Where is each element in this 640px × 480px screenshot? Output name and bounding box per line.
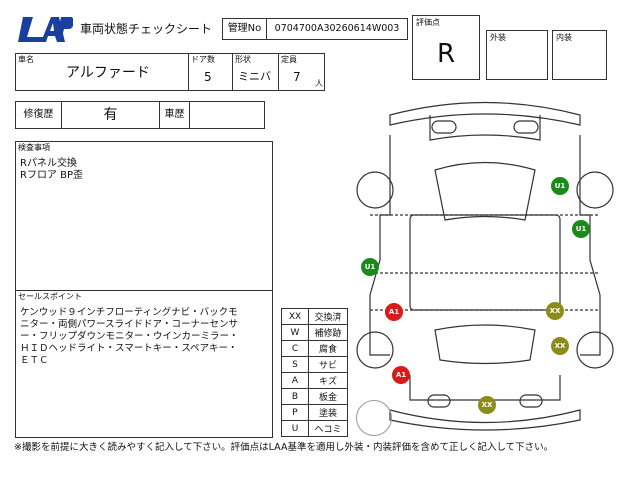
sales-line: ＥＴＣ (20, 355, 49, 366)
repair-value: 有 (62, 102, 160, 128)
legend-code: U (281, 420, 309, 437)
legend-meaning: キズ (308, 372, 348, 389)
management-number: 0704700A30260614W003 (274, 23, 400, 35)
footer-note: ※撮影を前提に大きく読みやすく記入して下さい。評価点はLAA基準を適用し外装・内… (14, 442, 554, 453)
repair-label: 修復歴 (16, 102, 62, 128)
management-label: 管理No (223, 19, 267, 39)
car-name-value: アルファード (66, 65, 150, 81)
legend-meaning: 腐食 (308, 340, 348, 357)
management-box: 管理No 0704700A30260614W003 (222, 18, 408, 40)
legend-code: S (281, 356, 309, 373)
capacity-unit: 人 (315, 79, 323, 88)
rating-box: 評価点 R (412, 15, 480, 80)
rating-value: R (436, 39, 456, 69)
doors-label: ドア数 (191, 55, 215, 64)
sales-line: ニター・両側パワースライドドア・コーナーセンサ (20, 319, 239, 330)
damage-marker: A1 (392, 366, 410, 384)
inspection-line: Rフロア BP歪 (20, 170, 84, 181)
sales-line: ケンウッド９インチフローティングナビ・バックモ (20, 307, 238, 318)
legend-code: B (281, 388, 309, 405)
car-history-label: 車歴 (160, 102, 190, 128)
damage-marker: XX (478, 396, 496, 414)
legend-meaning: 交換済 (308, 308, 348, 325)
legend-meaning: 板金 (308, 388, 348, 405)
damage-marker: U1 (361, 258, 379, 276)
rating-label: 評価点 (416, 18, 440, 27)
damage-marker: XX (551, 337, 569, 355)
shape-value: ミニバ (238, 70, 271, 83)
legend-code: W (281, 324, 309, 341)
inspection-label: 検査事項 (18, 143, 50, 152)
car-body-diagram (356, 101, 614, 431)
sales-points-box: セールスポイント ケンウッド９インチフローティングナビ・バックモ ニター・両側パ… (15, 290, 273, 438)
repair-history-row: 修復歴 有 車歴 (15, 101, 265, 129)
legend-meaning: ヘコミ (308, 420, 348, 437)
legend-meaning: 補修跡 (308, 324, 348, 341)
spare-tire-icon (356, 400, 392, 436)
shape-label: 形状 (235, 55, 251, 64)
sales-line: ー・フリップダウンモニター・ウインカーミラー・ (20, 331, 239, 342)
exterior-label: 外装 (490, 33, 506, 42)
legend-meaning: サビ (308, 356, 348, 373)
inspection-box: 検査事項 Rパネル交換 Rフロア BP歪 (15, 141, 273, 291)
sales-line: ＨＩＤヘッドライト・スマートキー・スペアキー・ (20, 343, 238, 354)
legend-meaning: 塗装 (308, 404, 348, 421)
damage-marker: A1 (385, 303, 403, 321)
legend-code: A (281, 372, 309, 389)
lap-logo (17, 15, 74, 43)
sales-points-label: セールスポイント (18, 292, 82, 301)
damage-marker: XX (546, 302, 564, 320)
vehicle-info-row: 車名 アルファード ドア数 5 形状 ミニバ 定員 7 人 (15, 53, 325, 91)
car-name-label: 車名 (18, 55, 34, 64)
legend-code: P (281, 404, 309, 421)
divider (188, 54, 189, 90)
divider (278, 54, 279, 90)
legend-code: C (281, 340, 309, 357)
sheet-title: 車両状態チェックシート (80, 22, 213, 36)
exterior-box: 外装 (486, 30, 548, 80)
damage-marker: U1 (551, 177, 569, 195)
legend-code: XX (281, 308, 309, 325)
inspection-line: Rパネル交換 (20, 158, 77, 169)
divider (232, 54, 233, 90)
capacity-label: 定員 (281, 55, 297, 64)
interior-label: 内装 (556, 33, 572, 42)
capacity-value: 7 (293, 70, 301, 84)
doors-value: 5 (204, 70, 212, 84)
interior-box: 内装 (552, 30, 607, 80)
damage-marker: U1 (572, 220, 590, 238)
